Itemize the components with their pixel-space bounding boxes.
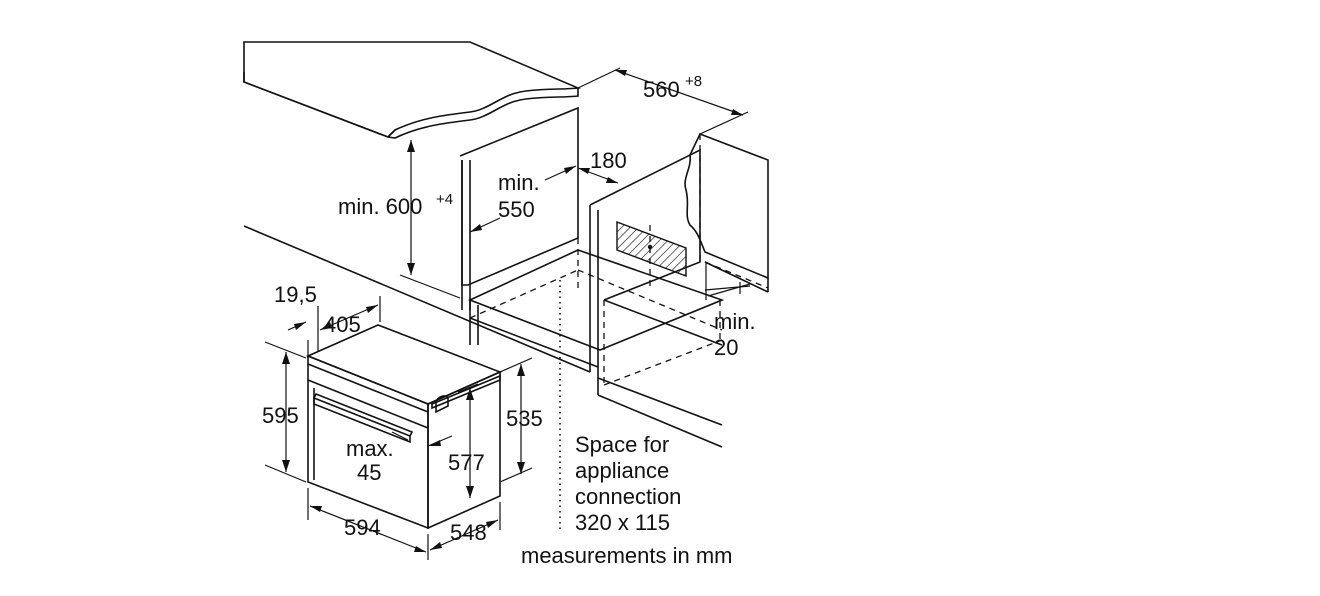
hidden-line-5 — [603, 339, 723, 386]
label-handle-1: max. — [346, 436, 394, 461]
hidden-line-7 — [704, 261, 769, 289]
label-front-gap-1: min. — [714, 309, 756, 334]
label-front-gap-2: 20 — [714, 335, 738, 360]
floor-line-left — [243, 225, 591, 373]
label-space-3: connection — [575, 484, 681, 509]
label-height-back: 535 — [506, 406, 543, 431]
label-handle-2: 45 — [357, 460, 381, 485]
label-height-body: 577 — [448, 450, 485, 475]
countertop-left-surface — [243, 41, 582, 138]
cabinet-bottom-shelf — [467, 249, 725, 351]
countertop-left-edge — [243, 72, 579, 139]
label-space-1: Space for — [575, 432, 669, 457]
shelf-front-edge — [469, 317, 599, 368]
label-niche-width-tolerance: +8 — [685, 73, 702, 90]
cabinet-right-floor-edge — [597, 394, 723, 448]
control-panel-bottom — [307, 379, 429, 429]
oven-handle-top — [313, 392, 414, 437]
oven — [305, 324, 503, 530]
label-units: measurements in mm — [521, 543, 733, 568]
label-width: 594 — [344, 515, 381, 540]
dimension-labels: 560 +8 min. 600 +4 min. 550 180 min. 20 … — [262, 73, 756, 568]
oven-handle — [313, 396, 411, 444]
label-front-offset: 19,5 — [274, 282, 317, 307]
label-niche-width: 560 — [643, 77, 680, 102]
label-space-4: 320 x 115 — [575, 510, 670, 535]
label-space-2: appliance — [575, 458, 669, 483]
label-niche-height: min. 600 — [338, 194, 422, 219]
cabinet-right-wall-top — [589, 148, 701, 301]
cabinet-right-floor-edge-2 — [597, 377, 723, 426]
oven-side-trim — [431, 374, 501, 410]
dimension-lines — [264, 67, 751, 560]
countertop-left — [243, 41, 582, 139]
label-niche-depth-2: 550 — [498, 197, 535, 222]
cabinet-niche — [243, 106, 769, 530]
label-height-total: 595 — [262, 403, 299, 428]
countertop-right-surface — [684, 132, 769, 280]
oven-side-latch — [435, 395, 449, 414]
label-depth: 548 — [450, 520, 487, 545]
countertop-right — [684, 132, 769, 293]
control-panel-top — [307, 363, 429, 413]
label-niche-depth-1: min. — [498, 170, 540, 195]
oven-side — [427, 370, 501, 530]
hidden-line-3 — [577, 269, 723, 331]
back-wall-right — [603, 299, 723, 346]
label-top-depth: 405 — [324, 312, 361, 337]
label-niche-height-tolerance: +4 — [436, 191, 453, 208]
connection-area-hatch-icon — [616, 220, 687, 278]
label-rear-gap: 180 — [590, 148, 627, 173]
hidden-line-2 — [469, 269, 579, 319]
